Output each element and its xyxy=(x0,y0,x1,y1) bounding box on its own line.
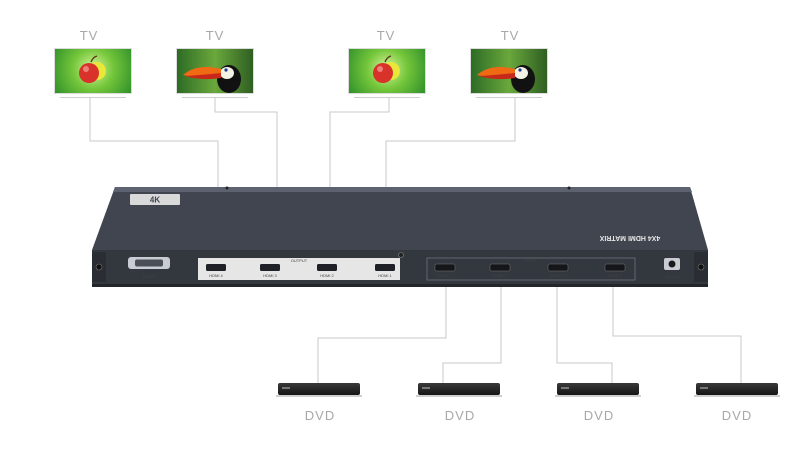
tv-label-2: TV xyxy=(205,28,225,43)
dvd-label-2: DVD xyxy=(444,408,476,423)
left-screw-icon xyxy=(95,263,103,271)
hdmi-matrix-device: 4K 4X4 HDMI MATRIX RS232 OUTPUT HDMI 4 H… xyxy=(92,186,708,287)
output-port-2: HDMI 3 xyxy=(260,264,280,278)
svg-text:HDMI 2: HDMI 2 xyxy=(320,273,334,278)
tv-4 xyxy=(470,48,548,100)
input-group-label: INPUT xyxy=(525,258,538,263)
output-group-label: OUTPUT xyxy=(291,258,308,263)
output-line-4 xyxy=(385,98,516,187)
output-line-2 xyxy=(214,98,278,187)
svg-text:HDMI 4: HDMI 4 xyxy=(438,273,452,278)
dvd-player-4 xyxy=(694,383,780,397)
input-panel xyxy=(426,257,636,281)
dvd-label-1: DVD xyxy=(304,408,336,423)
tv-2 xyxy=(176,48,254,100)
svg-text:HDMI 4: HDMI 4 xyxy=(209,273,223,278)
input-line-1 xyxy=(317,282,447,383)
input-port-1: HDMI 4 xyxy=(434,263,456,278)
dvd-player-1 xyxy=(276,383,362,397)
device-name: 4X4 HDMI MATRIX xyxy=(599,234,660,241)
output-panel xyxy=(198,258,400,280)
input-port-3: HDMI 2 xyxy=(547,263,569,278)
svg-text:HDMI 1: HDMI 1 xyxy=(378,273,392,278)
rs232-label: RS232 xyxy=(143,274,156,279)
right-screw-icon xyxy=(697,263,705,271)
input-port-2: HDMI 3 xyxy=(489,263,511,278)
svg-text:HDMI 3: HDMI 3 xyxy=(263,273,277,278)
output-line-1 xyxy=(89,98,219,187)
svg-text:HDMI 2: HDMI 2 xyxy=(551,273,565,278)
output-line-3 xyxy=(329,98,390,187)
dvd-label-3: DVD xyxy=(583,408,615,423)
input-line-4 xyxy=(612,282,742,383)
device-badge-text: 4K xyxy=(150,196,160,205)
tv-3 xyxy=(348,48,426,100)
svg-text:HDMI 3: HDMI 3 xyxy=(493,273,507,278)
tv-label-4: TV xyxy=(500,28,520,43)
toucan-icon xyxy=(176,48,254,94)
output-port-1: HDMI 4 xyxy=(206,264,226,278)
output-port-3: HDMI 2 xyxy=(317,264,337,278)
svg-text:HDMI 1: HDMI 1 xyxy=(608,273,622,278)
ground-screw-icon xyxy=(398,252,404,258)
dvd-label-4: DVD xyxy=(721,408,753,423)
connection-lines xyxy=(89,98,742,383)
input-port-4: HDMI 1 xyxy=(604,263,626,278)
dvd-player-2 xyxy=(416,383,502,397)
tv-label-1: TV xyxy=(79,28,99,43)
dvd-player-3 xyxy=(555,383,641,397)
device-badge xyxy=(130,194,180,205)
apple-icon xyxy=(348,48,426,94)
tv-label-3: TV xyxy=(376,28,396,43)
apple-icon xyxy=(54,48,132,94)
toucan-icon xyxy=(470,48,548,94)
input-line-3 xyxy=(556,282,613,383)
output-port-4: HDMI 1 xyxy=(375,264,395,278)
tv-1 xyxy=(54,48,132,100)
device-top xyxy=(92,187,708,250)
input-line-2 xyxy=(442,282,502,383)
power-label: DC 12V xyxy=(665,274,679,279)
